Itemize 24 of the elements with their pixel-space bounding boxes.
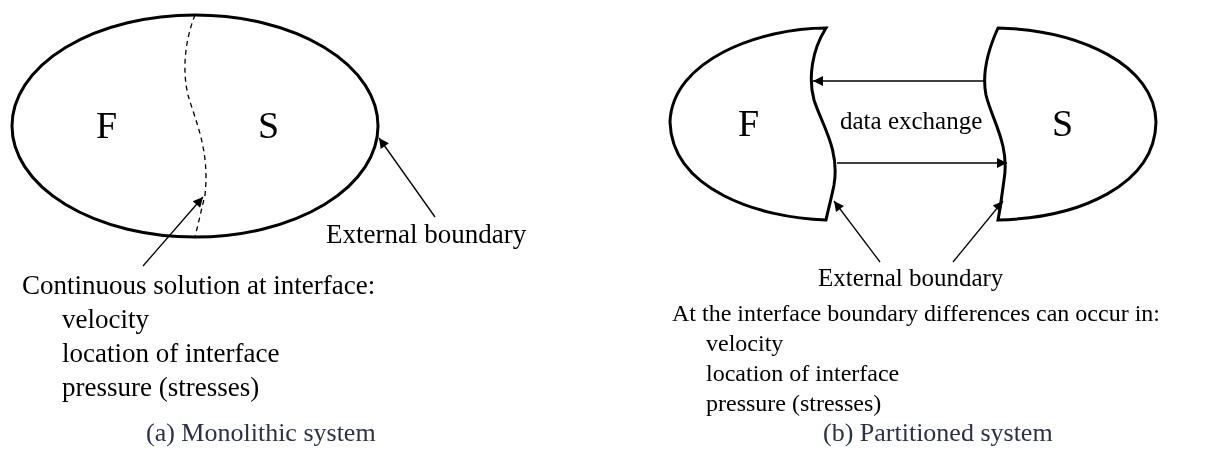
caption: (b) Partitioned system [823,420,1053,446]
arrow [952,200,1004,263]
list-item: velocity [706,329,784,358]
callout-heading: Continuous solution at interface: [22,269,376,302]
domain-label: S [1052,104,1074,142]
callout-text: External boundary [818,264,1004,292]
domain-shape [668,26,840,222]
domain-shape [982,26,1159,222]
arrow [378,137,436,218]
domain-label: S [258,106,280,144]
list-item: location of interface [62,337,280,370]
callout-text: External boundary [326,220,527,250]
list-item: pressure (stresses) [62,371,260,404]
callout-heading: At the interface boundary differences can occur in: [672,299,1160,328]
domain-label: F [96,106,118,144]
arrow [812,76,987,86]
caption: (a) Monolithic system [146,420,376,446]
list-item: location of interface [706,359,900,388]
domain-label: F [738,104,760,142]
arrow [833,200,881,263]
arrow [836,158,1008,168]
arrow [142,196,204,267]
list-item: pressure (stresses) [706,389,882,418]
list-item: velocity [62,303,149,336]
